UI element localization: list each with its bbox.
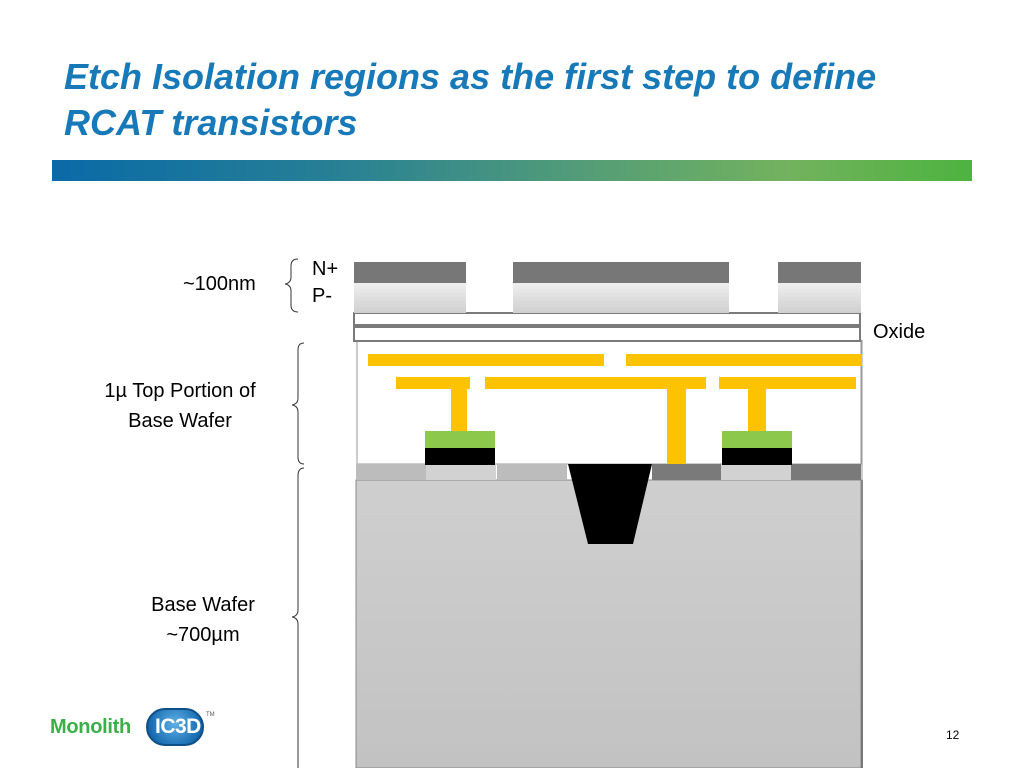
n-plus-layer <box>513 262 729 283</box>
p-minus-label: P- <box>312 285 332 307</box>
p-minus-layer <box>513 283 729 313</box>
title-underline-gradient-bar <box>52 160 972 181</box>
base-wafer-label-line-2: ~700µm <box>166 624 240 646</box>
logo-badge-text: IC3D <box>155 715 201 738</box>
wafer-surface-segment <box>356 464 426 480</box>
wafer-surface-segment <box>497 464 567 480</box>
interconnect-bar <box>485 377 706 389</box>
n-plus-layer <box>778 262 861 283</box>
top-portion-label: 1µ Top Portion of Base Wafer <box>70 376 290 436</box>
gate-green-contact-right <box>722 431 792 448</box>
gate-green-contact-left <box>425 431 495 448</box>
brace-base-wafer <box>291 467 305 768</box>
p-minus-layer <box>778 283 861 313</box>
interconnect-bar <box>782 377 856 389</box>
slide-title-line-1: Etch Isolation regions as the first step… <box>64 56 877 97</box>
p-minus-layer <box>354 283 466 313</box>
logo-trademark: TM <box>206 712 215 718</box>
wafer-surface-segment <box>426 464 496 480</box>
wafer-surface-segment <box>791 464 861 480</box>
wafer-surface-segment <box>721 464 791 480</box>
oxide-layer <box>353 312 861 326</box>
top-portion-label-line-1: 1µ Top Portion of <box>104 380 256 402</box>
page-number: 12 <box>946 728 960 742</box>
n-plus-layer <box>354 262 466 283</box>
interconnect-via <box>748 377 766 431</box>
oxide-layer <box>353 326 861 342</box>
trench-isolation <box>568 464 652 544</box>
gate-black-right <box>722 448 792 465</box>
interconnect-bar <box>626 354 862 366</box>
wafer-surface-segment <box>652 464 721 480</box>
n-plus-label: N+ <box>312 258 339 280</box>
brace-top-portion <box>291 342 305 465</box>
slide-title-line-2: RCAT transistors <box>64 102 358 143</box>
slide-title: Etch Isolation regions as the first step… <box>64 54 1004 146</box>
oxide-label: Oxide <box>873 321 926 343</box>
interconnect-bar <box>368 354 604 366</box>
logo-wordmark: Monolith <box>50 716 131 738</box>
logo-badge: IC3D <box>146 708 204 746</box>
brace-100nm <box>284 258 299 313</box>
interconnect-via <box>451 377 467 431</box>
monolithic3d-logo: Monolith IC3D TM <box>46 706 216 750</box>
base-wafer-label-line-1: Base Wafer <box>151 594 255 616</box>
base-wafer-label: Base Wafer ~700µm <box>103 590 303 650</box>
interconnect-via <box>667 377 686 464</box>
thickness-label: ~100nm <box>183 273 256 295</box>
gate-black-left <box>425 448 495 465</box>
top-portion-label-line-2: Base Wafer <box>128 410 232 432</box>
